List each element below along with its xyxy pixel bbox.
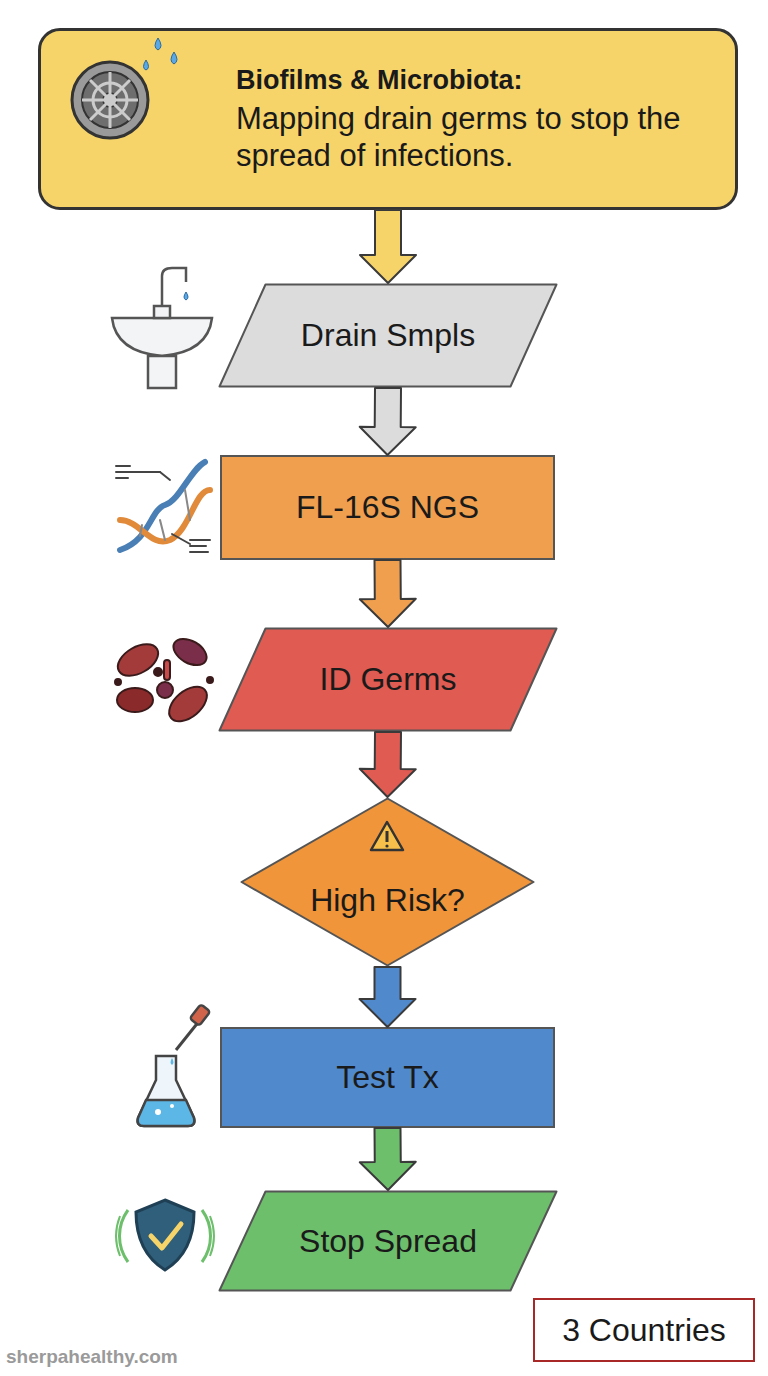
output-parallelogram-shape [220, 629, 557, 731]
note-box: 3 Countries [533, 1298, 755, 1362]
node-label: Test Tx [336, 1058, 439, 1096]
output-parallelogram-shape [220, 1192, 557, 1291]
flow-arrow [360, 388, 416, 455]
node-label: ID Germs [320, 660, 457, 698]
bacteria-icon [112, 633, 213, 728]
node-label: 3 Countries [562, 1311, 726, 1349]
node-label: High Risk? [310, 881, 465, 919]
header-box: Biofilms & Microbiota: Mapping drain germ… [38, 28, 738, 210]
flow-arrow [360, 732, 416, 797]
output-parallelogram: ID Germs [218, 627, 558, 732]
node-body: Mapping drain germs to stop the spread o… [236, 100, 715, 174]
node-label: Drain Smpls [301, 316, 475, 354]
node-label: FL-16S NGS [296, 488, 479, 526]
input-parallelogram: Drain Smpls [218, 283, 558, 388]
decision-diamond-shape [242, 799, 534, 966]
node-label: Biofilms & Microbiota: [236, 64, 523, 96]
dna-icon [116, 462, 210, 552]
output-parallelogram: Stop Spread [218, 1190, 558, 1292]
decision-diamond: High Risk? [240, 797, 535, 967]
flow-arrow [360, 560, 416, 627]
input-parallelogram-shape [220, 285, 557, 387]
warning-icon [371, 822, 403, 850]
node-label: Stop Spread [299, 1222, 477, 1260]
flask-icon [138, 1004, 211, 1126]
sink-icon [112, 268, 212, 388]
flow-arrow [360, 967, 416, 1027]
flow-arrow [360, 210, 416, 283]
flow-arrow [360, 1128, 416, 1190]
process-box: Test Tx [220, 1027, 555, 1128]
drain-icon [72, 38, 177, 138]
shield-icon [116, 1200, 214, 1270]
process-box: FL-16S NGS [220, 455, 555, 560]
watermark: sherpahealthy.com [6, 1346, 178, 1368]
